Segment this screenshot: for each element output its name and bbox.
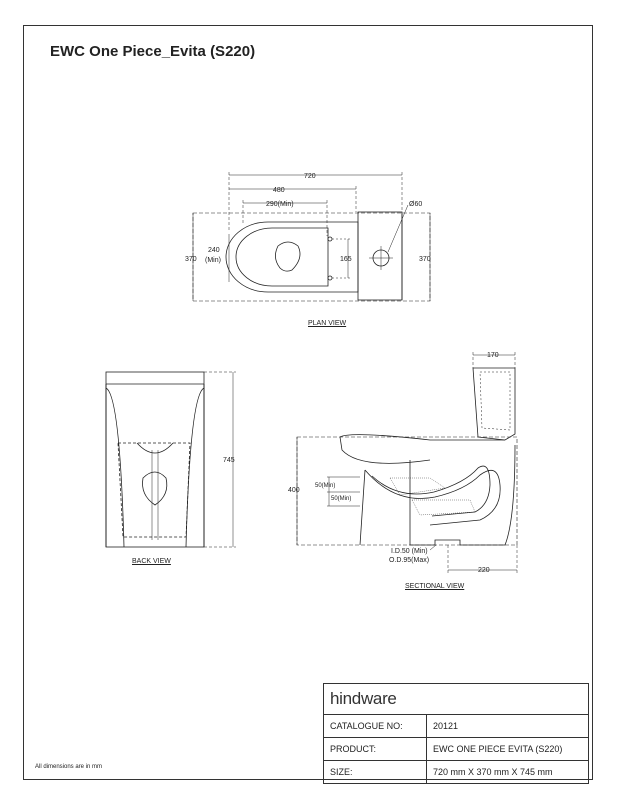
size-value: 720 mm X 370 mm X 745 mm [426, 760, 589, 784]
catalogue-key: CATALOGUE NO: [323, 714, 427, 738]
dim-diameter-60: Ø60 [409, 201, 422, 208]
product-key: PRODUCT: [323, 737, 427, 761]
catalogue-value: 20121 [426, 714, 589, 738]
back-view-label: BACK VIEW [132, 558, 171, 565]
back-view-drawing [105, 371, 236, 548]
dim-50-min-b: 50(Min) [331, 496, 351, 502]
plan-view-label: PLAN VIEW [308, 320, 347, 327]
dim-od: O.D.95(Max) [389, 557, 429, 564]
dim-id: I.D.50 (Min) [391, 548, 428, 555]
size-key: SIZE: [323, 760, 427, 784]
dim-165: 165 [340, 256, 352, 263]
dim-480: 480 [273, 187, 285, 194]
brand-logo: hindware [323, 683, 589, 715]
sectional-view-drawing [296, 352, 518, 573]
plan-view-drawing [192, 172, 431, 302]
drawing-title: EWC One Piece_Evita (S220) [50, 43, 256, 60]
dim-220: 220 [478, 567, 490, 574]
title-block-row: CATALOGUE NO: 20121 [323, 714, 589, 738]
sectional-view-label: SECTIONAL VIEW [405, 583, 465, 590]
dim-400: 400 [288, 487, 300, 494]
drawing-frame [23, 25, 593, 780]
dimensions-note: All dimensions are in mm [35, 764, 103, 770]
dim-50-min-a: 50(Min) [315, 483, 335, 489]
title-block: hindware CATALOGUE NO: 20121 PRODUCT: EW… [323, 683, 589, 784]
product-value: EWC ONE PIECE EVITA (S220) [426, 737, 589, 761]
dim-290-min: 290(Min) [266, 201, 294, 208]
dim-170: 170 [487, 352, 499, 359]
dim-240: 240 [208, 247, 220, 254]
dim-720: 720 [304, 173, 316, 180]
dim-370-right: 370 [419, 256, 431, 263]
dim-240-min: (Min) [205, 257, 221, 264]
dim-745: 745 [223, 457, 235, 464]
dim-370-left: 370 [185, 256, 197, 263]
title-block-row: SIZE: 720 mm X 370 mm X 745 mm [323, 760, 589, 784]
title-block-row: PRODUCT: EWC ONE PIECE EVITA (S220) [323, 737, 589, 761]
